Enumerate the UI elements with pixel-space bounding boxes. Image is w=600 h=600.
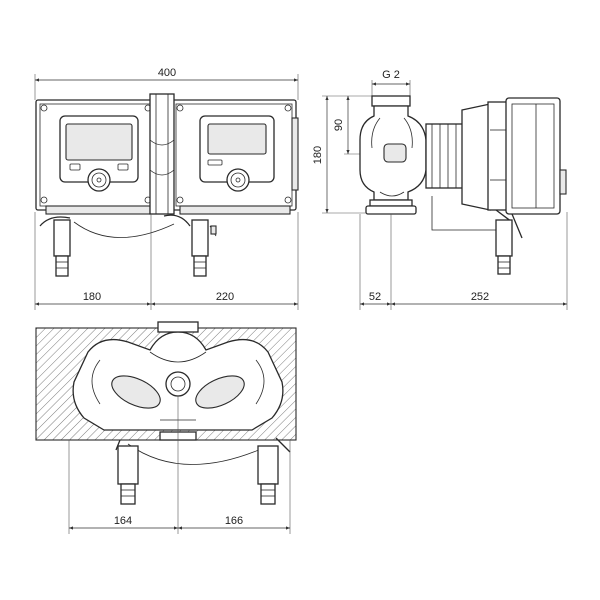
sensor-cables bbox=[39, 214, 217, 277]
left-motor-lobe bbox=[111, 375, 161, 409]
top-left-sensor-icon bbox=[117, 445, 139, 485]
dim-heights: 90 180 bbox=[312, 95, 372, 214]
dim-bottom-front: 180 220 bbox=[34, 212, 299, 310]
top-sensors bbox=[115, 437, 291, 505]
dim-label-166: 166 bbox=[225, 515, 243, 527]
left-display-screen bbox=[65, 123, 133, 161]
motor-side bbox=[425, 97, 567, 215]
dim-label-180: 180 bbox=[83, 291, 101, 303]
right-display-screen bbox=[207, 123, 267, 155]
dim-label-164: 164 bbox=[114, 515, 132, 527]
side-sensor-icon bbox=[495, 219, 513, 257]
dim-label-400: 400 bbox=[158, 67, 176, 79]
pump-body-side bbox=[359, 95, 427, 215]
dim-bottom-side: 52 252 bbox=[359, 212, 568, 310]
dim-label-90: 90 bbox=[333, 119, 345, 131]
right-control-knob-icon bbox=[226, 168, 250, 192]
top-right-sensor-icon bbox=[257, 445, 279, 485]
dim-bottom-top-view: 164 166 bbox=[68, 396, 291, 534]
top-view: 164 166 bbox=[35, 321, 297, 534]
dim-overall-width: 400 bbox=[34, 67, 299, 100]
side-sensor bbox=[431, 196, 523, 275]
twin-pump-housing-top bbox=[72, 321, 284, 441]
front-view: 400 bbox=[34, 67, 299, 310]
dim-label-thread: G 2 bbox=[382, 69, 400, 81]
side-view: G 2 90 180 bbox=[312, 69, 568, 310]
dim-label-220: 220 bbox=[216, 291, 234, 303]
dim-label-52: 52 bbox=[369, 291, 381, 303]
dim-label-252: 252 bbox=[471, 291, 489, 303]
right-module-housing bbox=[171, 99, 299, 215]
left-module-housing bbox=[35, 99, 157, 215]
left-button-1 bbox=[69, 163, 81, 171]
left-button-2 bbox=[117, 163, 129, 171]
right-sensor-icon bbox=[191, 219, 209, 257]
center-flange bbox=[149, 93, 175, 215]
left-control-knob-icon bbox=[87, 168, 111, 192]
dim-label-side-180: 180 bbox=[312, 146, 324, 164]
left-sensor-icon bbox=[53, 219, 71, 257]
right-motor-lobe bbox=[195, 375, 245, 409]
